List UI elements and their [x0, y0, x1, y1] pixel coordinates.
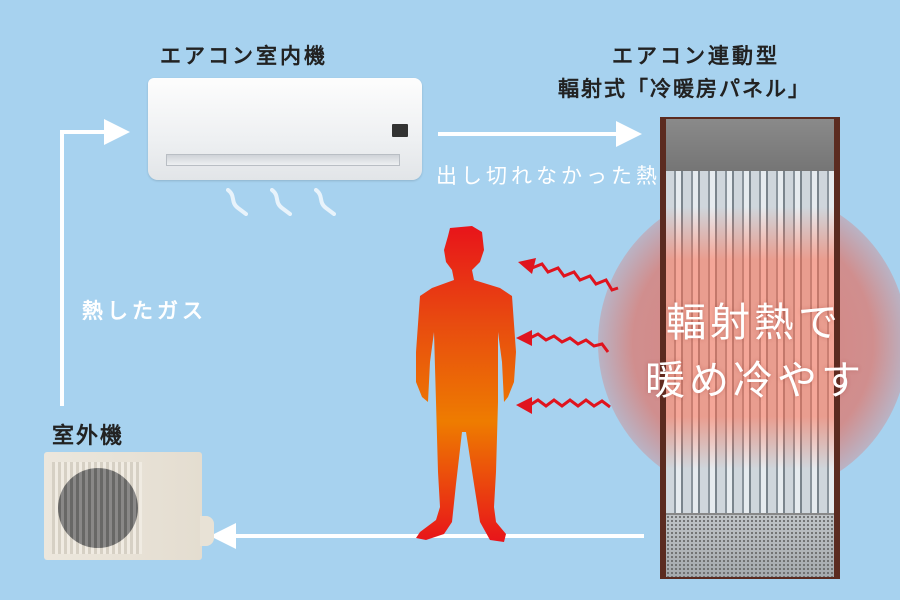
airflow-icon	[270, 188, 292, 216]
radiant-arrow-icon	[516, 397, 611, 414]
leftover-heat-label: 出し切れなかった熱	[436, 164, 661, 188]
outdoor-ac-unit	[44, 452, 214, 560]
outdoor-side-valve	[200, 516, 214, 546]
indoor-vent	[166, 154, 400, 166]
radiant-arrow-icon	[516, 330, 610, 353]
airflow-icon	[226, 188, 248, 216]
hot-gas-label: 熱したガス	[82, 299, 207, 323]
radiant-text-line1: 輻射熱で	[666, 300, 842, 346]
airflow-icon	[314, 188, 336, 216]
radiant-arrow-icon	[518, 258, 619, 292]
panel-base	[666, 513, 834, 577]
panel-title-line2: 輻射式「冷暖房パネル」	[558, 77, 811, 101]
radiant-text-line2: 暖め冷やす	[645, 358, 865, 404]
outdoor-unit-label: 室外機	[52, 424, 125, 449]
indoor-ac-unit	[148, 78, 422, 180]
arrow-right-icon	[104, 119, 130, 145]
panel-heat-overlay	[666, 207, 834, 469]
indoor-unit-label: エアコン室内機	[160, 44, 328, 68]
arrow-left-icon	[210, 523, 236, 549]
panel-title-line1: エアコン連動型	[612, 44, 780, 68]
flow-line-top-right	[438, 132, 618, 136]
person-icon	[416, 226, 516, 542]
radiant-panel	[660, 117, 840, 579]
flow-line-left	[60, 130, 64, 406]
flow-line-top-left	[60, 130, 106, 134]
indoor-display	[392, 124, 408, 137]
outdoor-fan	[58, 468, 138, 548]
panel-top-cover	[666, 119, 834, 171]
arrow-right-icon	[616, 121, 642, 147]
